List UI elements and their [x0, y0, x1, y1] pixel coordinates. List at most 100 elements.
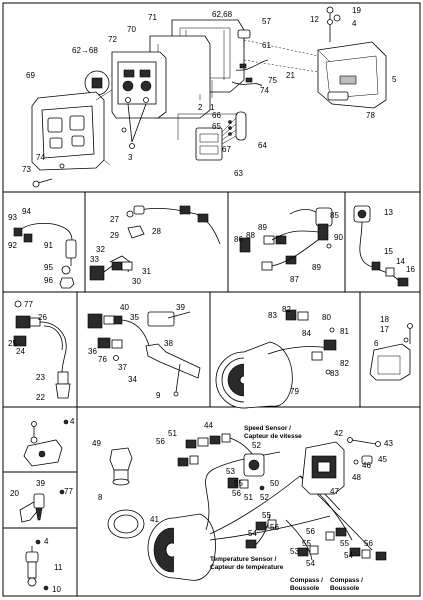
callout-46: 46 — [362, 461, 371, 470]
callout-12: 12 — [310, 15, 319, 24]
speedometer-assembly — [107, 433, 387, 581]
callout-25: 25 — [8, 339, 17, 348]
callout-75: 75 — [268, 76, 277, 85]
callout-48: 48 — [352, 473, 361, 482]
gauge-panel-assembly — [31, 6, 387, 188]
callout-52-b: 52 — [260, 493, 269, 502]
callout-67: 67 — [222, 145, 231, 154]
compass-2-caption-fr: Boussole — [330, 585, 360, 592]
connector-assembly-85 — [239, 207, 333, 271]
callout-18: 18 — [380, 315, 389, 324]
callout-69: 69 — [26, 71, 35, 80]
relay-assembly-6 — [369, 323, 413, 381]
callout-39-b: 39 — [36, 479, 45, 488]
callout-6: 6 — [374, 339, 379, 348]
callout-29: 29 — [110, 231, 119, 240]
callout-81: 81 — [340, 327, 349, 336]
captions: Speed Sensor / Capteur de vitesse Temper… — [210, 425, 363, 592]
callout-92: 92 — [8, 241, 17, 250]
callout-57: 57 — [262, 17, 271, 26]
callout-83-a: 83 — [268, 311, 277, 320]
callout-85: 85 — [330, 211, 339, 220]
callout-82-a: 82 — [282, 305, 291, 314]
callout-89-b: 89 — [312, 263, 321, 272]
callout-77-b: 77 — [64, 487, 73, 496]
callout-45: 45 — [378, 455, 387, 464]
callout-1: 1 — [210, 103, 215, 112]
callout-78: 78 — [366, 111, 375, 120]
callout-74-left: 74 — [36, 153, 45, 162]
callout-80: 80 — [322, 313, 331, 322]
callout-30: 30 — [132, 277, 141, 286]
callout-56-d: 56 — [306, 527, 315, 536]
callout-54-c: 54 — [306, 559, 315, 568]
callout-38: 38 — [164, 339, 173, 348]
callout-74-top: 74 — [260, 86, 269, 95]
callout-55-a: 55 — [234, 479, 243, 488]
callout-16: 16 — [406, 265, 415, 274]
callout-26: 26 — [38, 313, 47, 322]
callout-27: 27 — [110, 215, 119, 224]
callout-77-a: 77 — [24, 300, 33, 309]
callout-44: 44 — [204, 421, 213, 430]
callout-2: 2 — [198, 103, 203, 112]
callout-3: 3 — [128, 153, 133, 162]
callout-21: 21 — [286, 71, 295, 80]
callout-36: 36 — [88, 347, 97, 356]
callout-61: 61 — [262, 41, 271, 50]
callout-4-b: 4 — [44, 537, 49, 546]
speed-sensor-caption-en: Speed Sensor / — [244, 425, 291, 432]
callout-91: 91 — [44, 241, 53, 250]
callout-84: 84 — [302, 329, 311, 338]
callout-47: 47 — [330, 487, 339, 496]
callout-56-c: 56 — [270, 523, 279, 532]
pickup-assembly-22 — [13, 300, 71, 399]
callout-56-b: 56 — [232, 489, 241, 498]
callout-33: 33 — [90, 255, 99, 264]
callout-23: 23 — [36, 373, 45, 382]
tachometer-79 — [215, 309, 337, 409]
sensor-cable-13 — [353, 205, 409, 287]
callout-11: 11 — [54, 563, 63, 572]
callout-4-top: 4 — [352, 19, 357, 28]
callout-22: 22 — [36, 393, 45, 402]
callout-labels: 71 62,68 57 70 72 62→68 61 69 75 21 74 2… — [8, 6, 415, 594]
callout-55-d: 55 — [340, 539, 349, 548]
temperature-sensor-caption-fr: Capteur de température — [210, 564, 284, 571]
callout-70: 70 — [127, 25, 136, 34]
callout-87: 87 — [290, 275, 299, 284]
callout-73: 73 — [22, 165, 31, 174]
callout-51-a: 51 — [168, 429, 177, 438]
callout-24: 24 — [16, 347, 25, 356]
callout-55-c: 55 — [302, 539, 311, 548]
callout-93: 93 — [8, 213, 17, 222]
sender-assembly-20 — [19, 489, 65, 523]
callout-34: 34 — [128, 375, 137, 384]
clamp-assembly-60 — [23, 419, 69, 467]
callout-55-b: 55 — [262, 511, 271, 520]
temperature-sensor-caption-en: Temperature Sensor / — [210, 556, 277, 563]
speed-sensor-caption-fr: Capteur de vitesse — [244, 433, 302, 440]
callout-52-a: 52 — [252, 441, 261, 450]
callout-14: 14 — [396, 257, 405, 266]
callout-4-a: 4 — [70, 417, 75, 426]
callout-8: 8 — [98, 493, 103, 502]
callout-88: 88 — [246, 231, 255, 240]
callout-94: 94 — [22, 207, 31, 216]
callout-54-b: 54 — [344, 551, 353, 560]
callout-20: 20 — [10, 489, 19, 498]
callout-71: 71 — [148, 13, 157, 22]
callout-54-a: 54 — [248, 529, 257, 538]
harness-assembly-34 — [87, 311, 201, 397]
callout-63: 63 — [234, 169, 243, 178]
callout-56-e: 56 — [364, 539, 373, 548]
callout-90: 90 — [334, 233, 343, 242]
callout-86: 86 — [234, 235, 243, 244]
callout-72: 72 — [108, 35, 117, 44]
callout-89-a: 89 — [258, 223, 267, 232]
callout-13: 13 — [384, 208, 393, 217]
callout-28: 28 — [152, 227, 161, 236]
callout-50: 50 — [270, 479, 279, 488]
callout-62-68: 62,68 — [212, 10, 233, 19]
